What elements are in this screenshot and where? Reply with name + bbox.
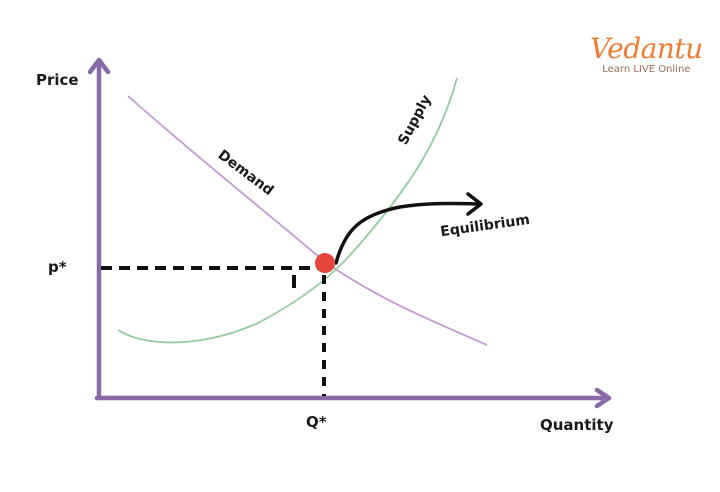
y-axis	[87, 57, 111, 401]
logo-brand: Vedantu	[590, 32, 703, 65]
vedantu-logo: Vedantu Learn LIVE Online	[590, 32, 703, 76]
y-axis-label: Price	[36, 71, 79, 89]
supply-curve	[117, 77, 458, 344]
logo-tagline: Learn LIVE Online	[602, 64, 691, 75]
p-star-tick-label: p*	[48, 258, 67, 276]
equilibrium-point	[315, 253, 335, 273]
x-axis-label: Quantity	[540, 416, 614, 434]
p-star-guide-line	[101, 266, 318, 288]
equilibrium-arrow	[334, 192, 483, 265]
demand-curve	[127, 95, 488, 346]
q-star-tick-label: Q*	[306, 413, 327, 431]
x-axis	[94, 387, 612, 409]
